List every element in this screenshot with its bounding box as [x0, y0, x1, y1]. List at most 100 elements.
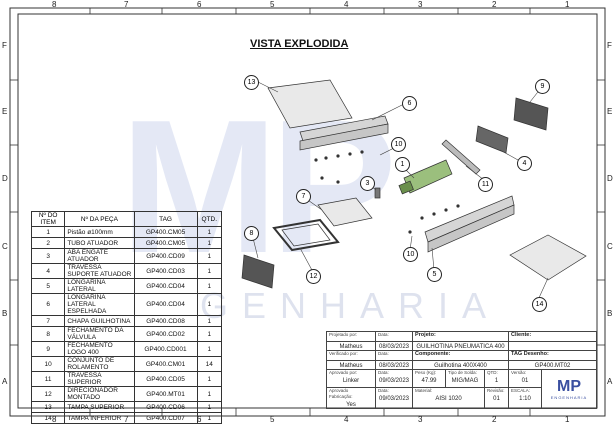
- tb-cliente: Cliente:: [508, 331, 597, 342]
- tb-peso: Peso (Kg):47.99: [412, 369, 446, 388]
- zone-top-3: 3: [418, 0, 423, 9]
- zone-bottom-4: 4: [344, 415, 349, 424]
- bom-qtd: 1: [196, 293, 222, 316]
- part-chapa-guilhotina: [317, 197, 373, 227]
- zone-top-8: 8: [52, 0, 57, 9]
- bom-qtd: 1: [196, 226, 222, 238]
- tb-data2: Data:: [375, 350, 413, 361]
- part-aba-engate: [374, 187, 381, 199]
- tb-material-value: AISI 1020: [435, 396, 462, 402]
- balloon-4: 4: [517, 156, 532, 171]
- balloon-10: 10: [391, 137, 406, 152]
- tb-peso-value: 47.99: [421, 378, 437, 384]
- bom-qtd: 1: [196, 386, 222, 402]
- tb-qtd: QTD:1: [484, 369, 509, 388]
- bom-qtd: 1: [196, 371, 222, 387]
- tb-tag-label: TAG Desenho:: [511, 351, 549, 357]
- tb-aprovado-label: Aprovado por:: [329, 370, 358, 375]
- bom-tag: GP400.CM01: [133, 356, 198, 372]
- bom-item: 1: [30, 226, 66, 238]
- tb-data1-value: 08/03/2023: [378, 344, 410, 350]
- bom-qtd: 1: [196, 401, 222, 413]
- bom-peca: FECHAMENTO LOGO 400: [64, 341, 135, 357]
- tb-revisao-label: Revisão:: [487, 388, 505, 393]
- balloon-8: 8: [244, 226, 259, 241]
- part-tampa-inferior: [509, 234, 587, 281]
- tb-projetado: Projetado por:: [326, 331, 376, 342]
- zone-bottom-1: 1: [565, 415, 570, 424]
- bom-header-item: Nº DO ITEM: [30, 211, 66, 227]
- tb-cliente-val-cell: [508, 341, 597, 351]
- zone-right-b: B: [607, 309, 613, 318]
- bom-item: 12: [30, 386, 66, 402]
- balloon-9: 9: [535, 79, 550, 94]
- company-logo: MP ENGENHARIA: [541, 369, 597, 409]
- zone-bottom-3: 3: [418, 415, 423, 424]
- bom-item: 5: [30, 278, 66, 294]
- tb-projeto: Projeto:: [412, 331, 509, 342]
- tb-projeto-label: Projeto:: [415, 332, 436, 338]
- tb-projeto-val-cell: GUILHOTINA PNEUMATICA 400: [412, 341, 509, 351]
- tb-componente-value: Guilhotina 400X400: [434, 363, 487, 369]
- bom-peca: LONGARINA LATERAL ESPELHADA: [64, 293, 135, 316]
- tb-tipo: Tipo de Solda:MIG/MAG: [445, 369, 485, 388]
- zone-bottom-5: 5: [270, 415, 275, 424]
- bom-header-row: Nº DO ITEM Nº DA PEÇA TAG QTD.: [30, 211, 222, 227]
- tb-material-label: Material:: [415, 388, 433, 393]
- zone-right-e: E: [607, 107, 613, 116]
- zone-top-6: 6: [197, 0, 202, 9]
- zone-left-e: E: [2, 107, 8, 116]
- bom-tag: GP400.CD07: [133, 412, 198, 424]
- bom-tag: GP400.MT01: [133, 386, 198, 402]
- tb-escala: ESCALA:1:10: [508, 387, 542, 409]
- tb-data1-label: Data:: [378, 332, 389, 337]
- bom-tag: GP400.CD02: [133, 326, 198, 342]
- tb-tag: TAG Desenho:: [508, 350, 597, 361]
- bom-qtd: 14: [196, 356, 222, 372]
- tb-escala-label: ESCALA:: [511, 388, 531, 393]
- balloon-3: 3: [360, 176, 375, 191]
- tb-data3-value: 09/03/2023: [378, 378, 410, 384]
- bom-qtd: 1: [196, 237, 222, 249]
- zone-left-d: D: [2, 174, 8, 183]
- tb-componente: Componente:: [412, 350, 509, 361]
- part-fechamento-valvula: [241, 254, 275, 289]
- tb-versao-value: 01: [521, 378, 529, 384]
- tb-aprovado2-label: Aprovado Fabricação:: [329, 388, 353, 399]
- tb-data1: Data:: [375, 331, 413, 342]
- bom-tag: GP400.CM05: [133, 237, 198, 249]
- zone-left-f: F: [2, 41, 7, 50]
- bom-peca: CONJUNTO DE ROLAMENTO: [64, 356, 135, 372]
- tb-projetado-value: Matheus: [339, 344, 363, 350]
- logo-sub: ENGENHARIA: [550, 394, 588, 400]
- bom-peca: TAMPA SUPERIOR: [64, 401, 135, 413]
- bom-tag: GP400.CM05: [133, 226, 198, 238]
- logo-letters: MP: [557, 377, 581, 395]
- tb-material: Material:AISI 1020: [412, 387, 485, 409]
- bom-qtd: 1: [196, 412, 222, 424]
- bom-peca: TAMPA INFERIOR: [64, 412, 135, 424]
- tb-qtd-label: QTD:: [487, 370, 498, 375]
- tb-aprovado2: Aprovado Fabricação: Yes: [326, 387, 376, 409]
- tb-versao: Versão:01: [508, 369, 542, 388]
- bom-header-peca: Nº DA PEÇA: [64, 211, 135, 227]
- tb-aprovado2-value: Yes: [346, 402, 356, 408]
- zone-right-c: C: [607, 242, 613, 251]
- zone-left-a: A: [2, 377, 8, 386]
- zone-bottom-2: 2: [492, 415, 497, 424]
- tb-data4: Data:09/03/2023: [375, 387, 413, 409]
- tb-data3: Data:09/03/2023: [375, 369, 413, 388]
- zone-top-4: 4: [344, 0, 349, 9]
- tb-data2-value: 08/03/2023: [378, 363, 410, 369]
- bom-tag: GP400.CD04: [133, 293, 198, 316]
- bom-header-tag: TAG: [133, 211, 198, 227]
- bom-tag: GP400.CD08: [133, 315, 198, 327]
